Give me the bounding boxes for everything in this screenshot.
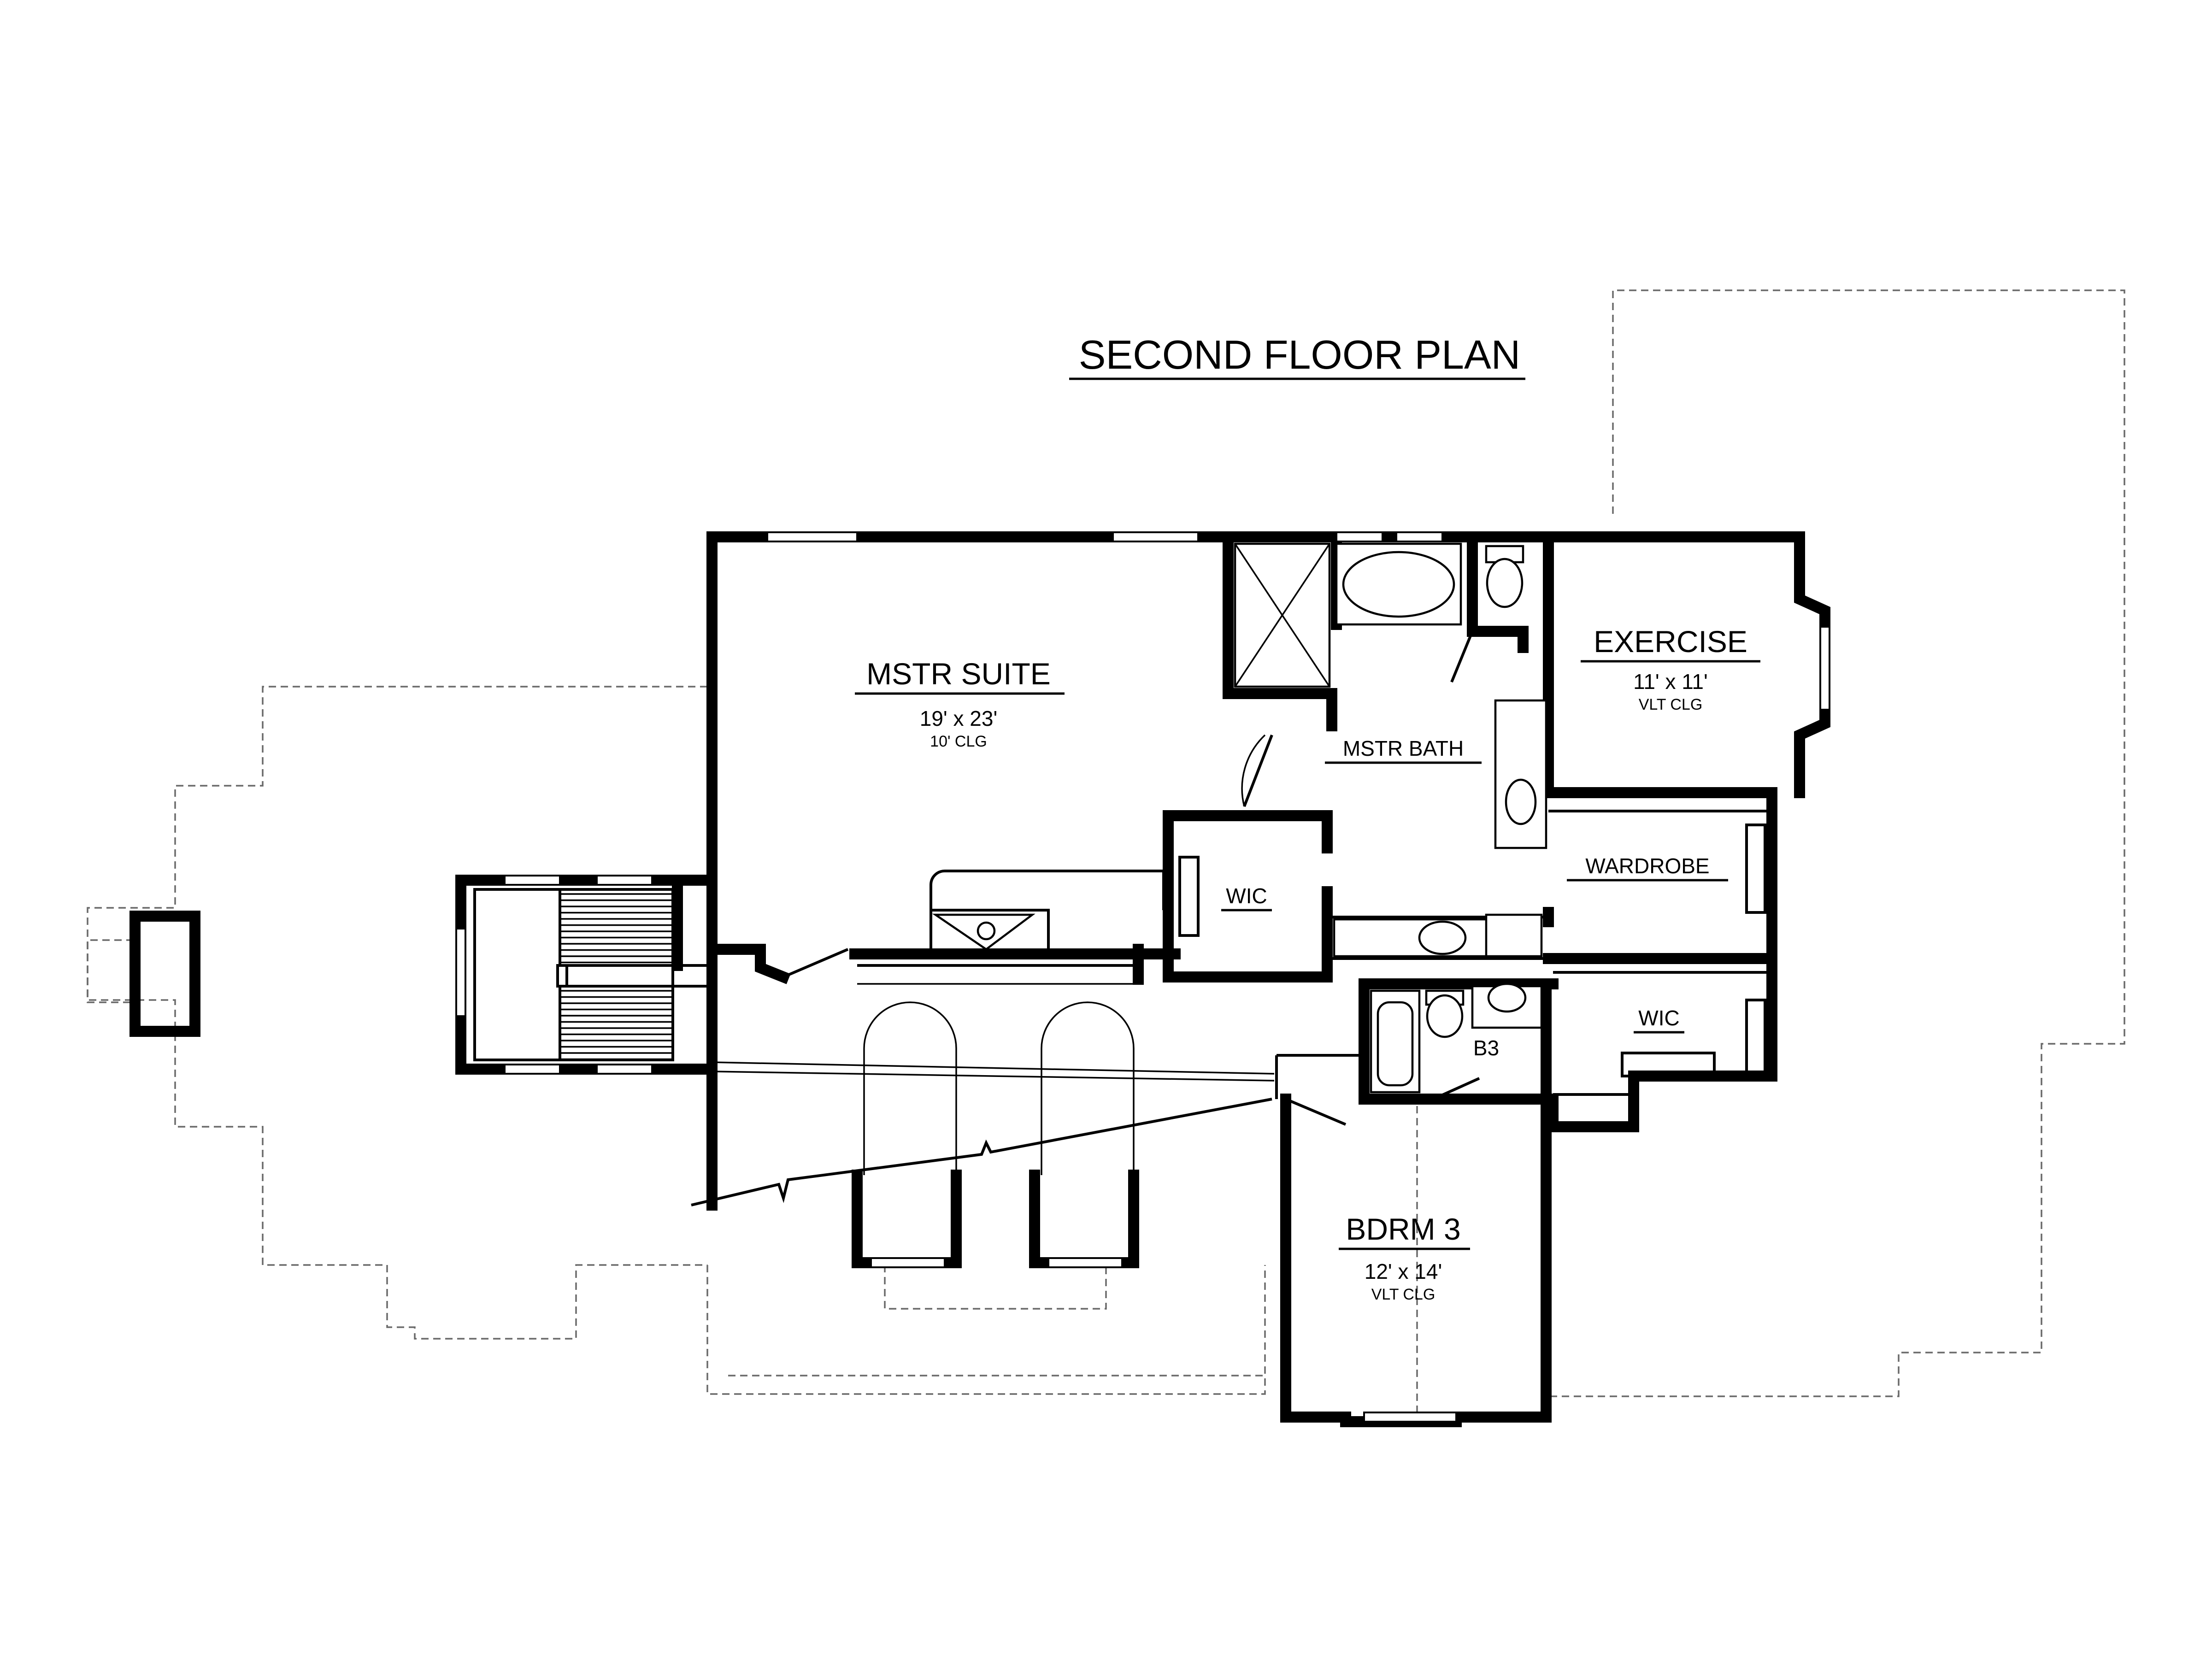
room-bdrm3: BDRM 3 12' x 14' VLT CLG bbox=[1339, 1212, 1470, 1303]
room-mstr-suite: MSTR SUITE 19' x 23' 10' CLG bbox=[855, 657, 1065, 750]
interior-walls bbox=[672, 531, 1777, 1415]
wic-master-name: WIC bbox=[1226, 884, 1267, 908]
bdrm3-size: 12' x 14' bbox=[1365, 1259, 1442, 1283]
doors bbox=[782, 734, 1480, 1126]
stair-treads bbox=[560, 893, 673, 1060]
wic-bdrm3-name: WIC bbox=[1638, 1006, 1679, 1030]
chimney bbox=[129, 911, 200, 1037]
bdrm3-name: BDRM 3 bbox=[1346, 1212, 1460, 1246]
room-mstr-bath: MSTR BATH bbox=[1325, 736, 1482, 764]
plan-title: SECOND FLOOR PLAN bbox=[1079, 332, 1520, 377]
room-wic-bdrm3: WIC bbox=[1634, 1006, 1684, 1034]
bath-fixtures bbox=[932, 542, 1547, 1094]
mstr-suite-size: 19' x 23' bbox=[920, 706, 997, 730]
mstr-suite-name: MSTR SUITE bbox=[866, 657, 1051, 691]
overlook-area bbox=[691, 983, 1275, 1206]
b3-name: B3 bbox=[1473, 1036, 1499, 1060]
wardrobe-name: WARDROBE bbox=[1585, 854, 1709, 878]
mstr-suite-ceiling: 10' CLG bbox=[930, 733, 987, 750]
room-b3: B3 bbox=[1473, 1036, 1499, 1060]
bdrm3-ceiling: VLT CLG bbox=[1371, 1286, 1435, 1303]
exercise-name: EXERCISE bbox=[1594, 624, 1747, 659]
room-wic-master: WIC bbox=[1221, 884, 1272, 912]
windows bbox=[455, 531, 1830, 1423]
roof-outline bbox=[87, 289, 2125, 1397]
mstr-bath-name: MSTR BATH bbox=[1343, 736, 1464, 760]
exercise-ceiling: VLT CLG bbox=[1639, 696, 1703, 713]
exercise-size: 11' x 11' bbox=[1633, 670, 1708, 694]
room-exercise: EXERCISE 11' x 11' VLT CLG bbox=[1581, 624, 1760, 713]
room-wardrobe: WARDROBE bbox=[1567, 854, 1728, 882]
